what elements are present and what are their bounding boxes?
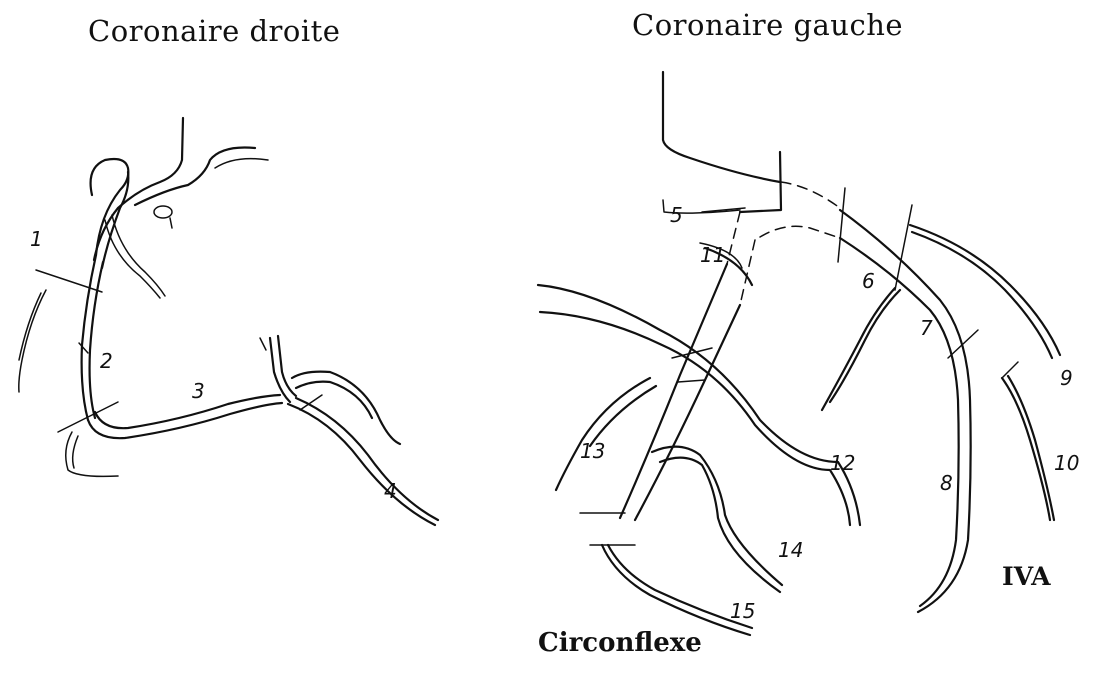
segment-7-label: 7: [920, 316, 933, 340]
segment-3-label: 3: [192, 379, 205, 403]
segment-13-label: 13: [580, 439, 605, 463]
segment-1-label: 1: [30, 227, 43, 251]
ostium: [154, 206, 172, 218]
label-lad: IVA: [1002, 562, 1051, 591]
segment-8-label: 8: [940, 471, 953, 495]
title-right-coronary: Coronaire droite: [88, 14, 340, 48]
segment-5-label: 5: [670, 203, 683, 227]
aortic-root-left: [663, 72, 780, 182]
aortic-root-right: [94, 118, 183, 260]
segment-11-label: 11: [700, 243, 725, 267]
segment-2-label: 2: [100, 349, 113, 373]
segment-4-label: 4: [384, 479, 397, 503]
aorta-branch-right: [135, 148, 255, 206]
segment-10-label: 10: [1054, 451, 1079, 475]
label-circumflex: Circonflexe: [538, 628, 702, 658]
segment-12-label: 12: [830, 451, 855, 475]
segment-9-label: 9: [1060, 366, 1073, 390]
segment-14-label: 14: [778, 538, 803, 562]
right-coronary-artery: [19, 118, 438, 525]
segment-15-label: 15: [730, 599, 755, 623]
title-left-coronary: Coronaire gauche: [632, 8, 903, 42]
segment-6-label: 6: [862, 269, 875, 293]
